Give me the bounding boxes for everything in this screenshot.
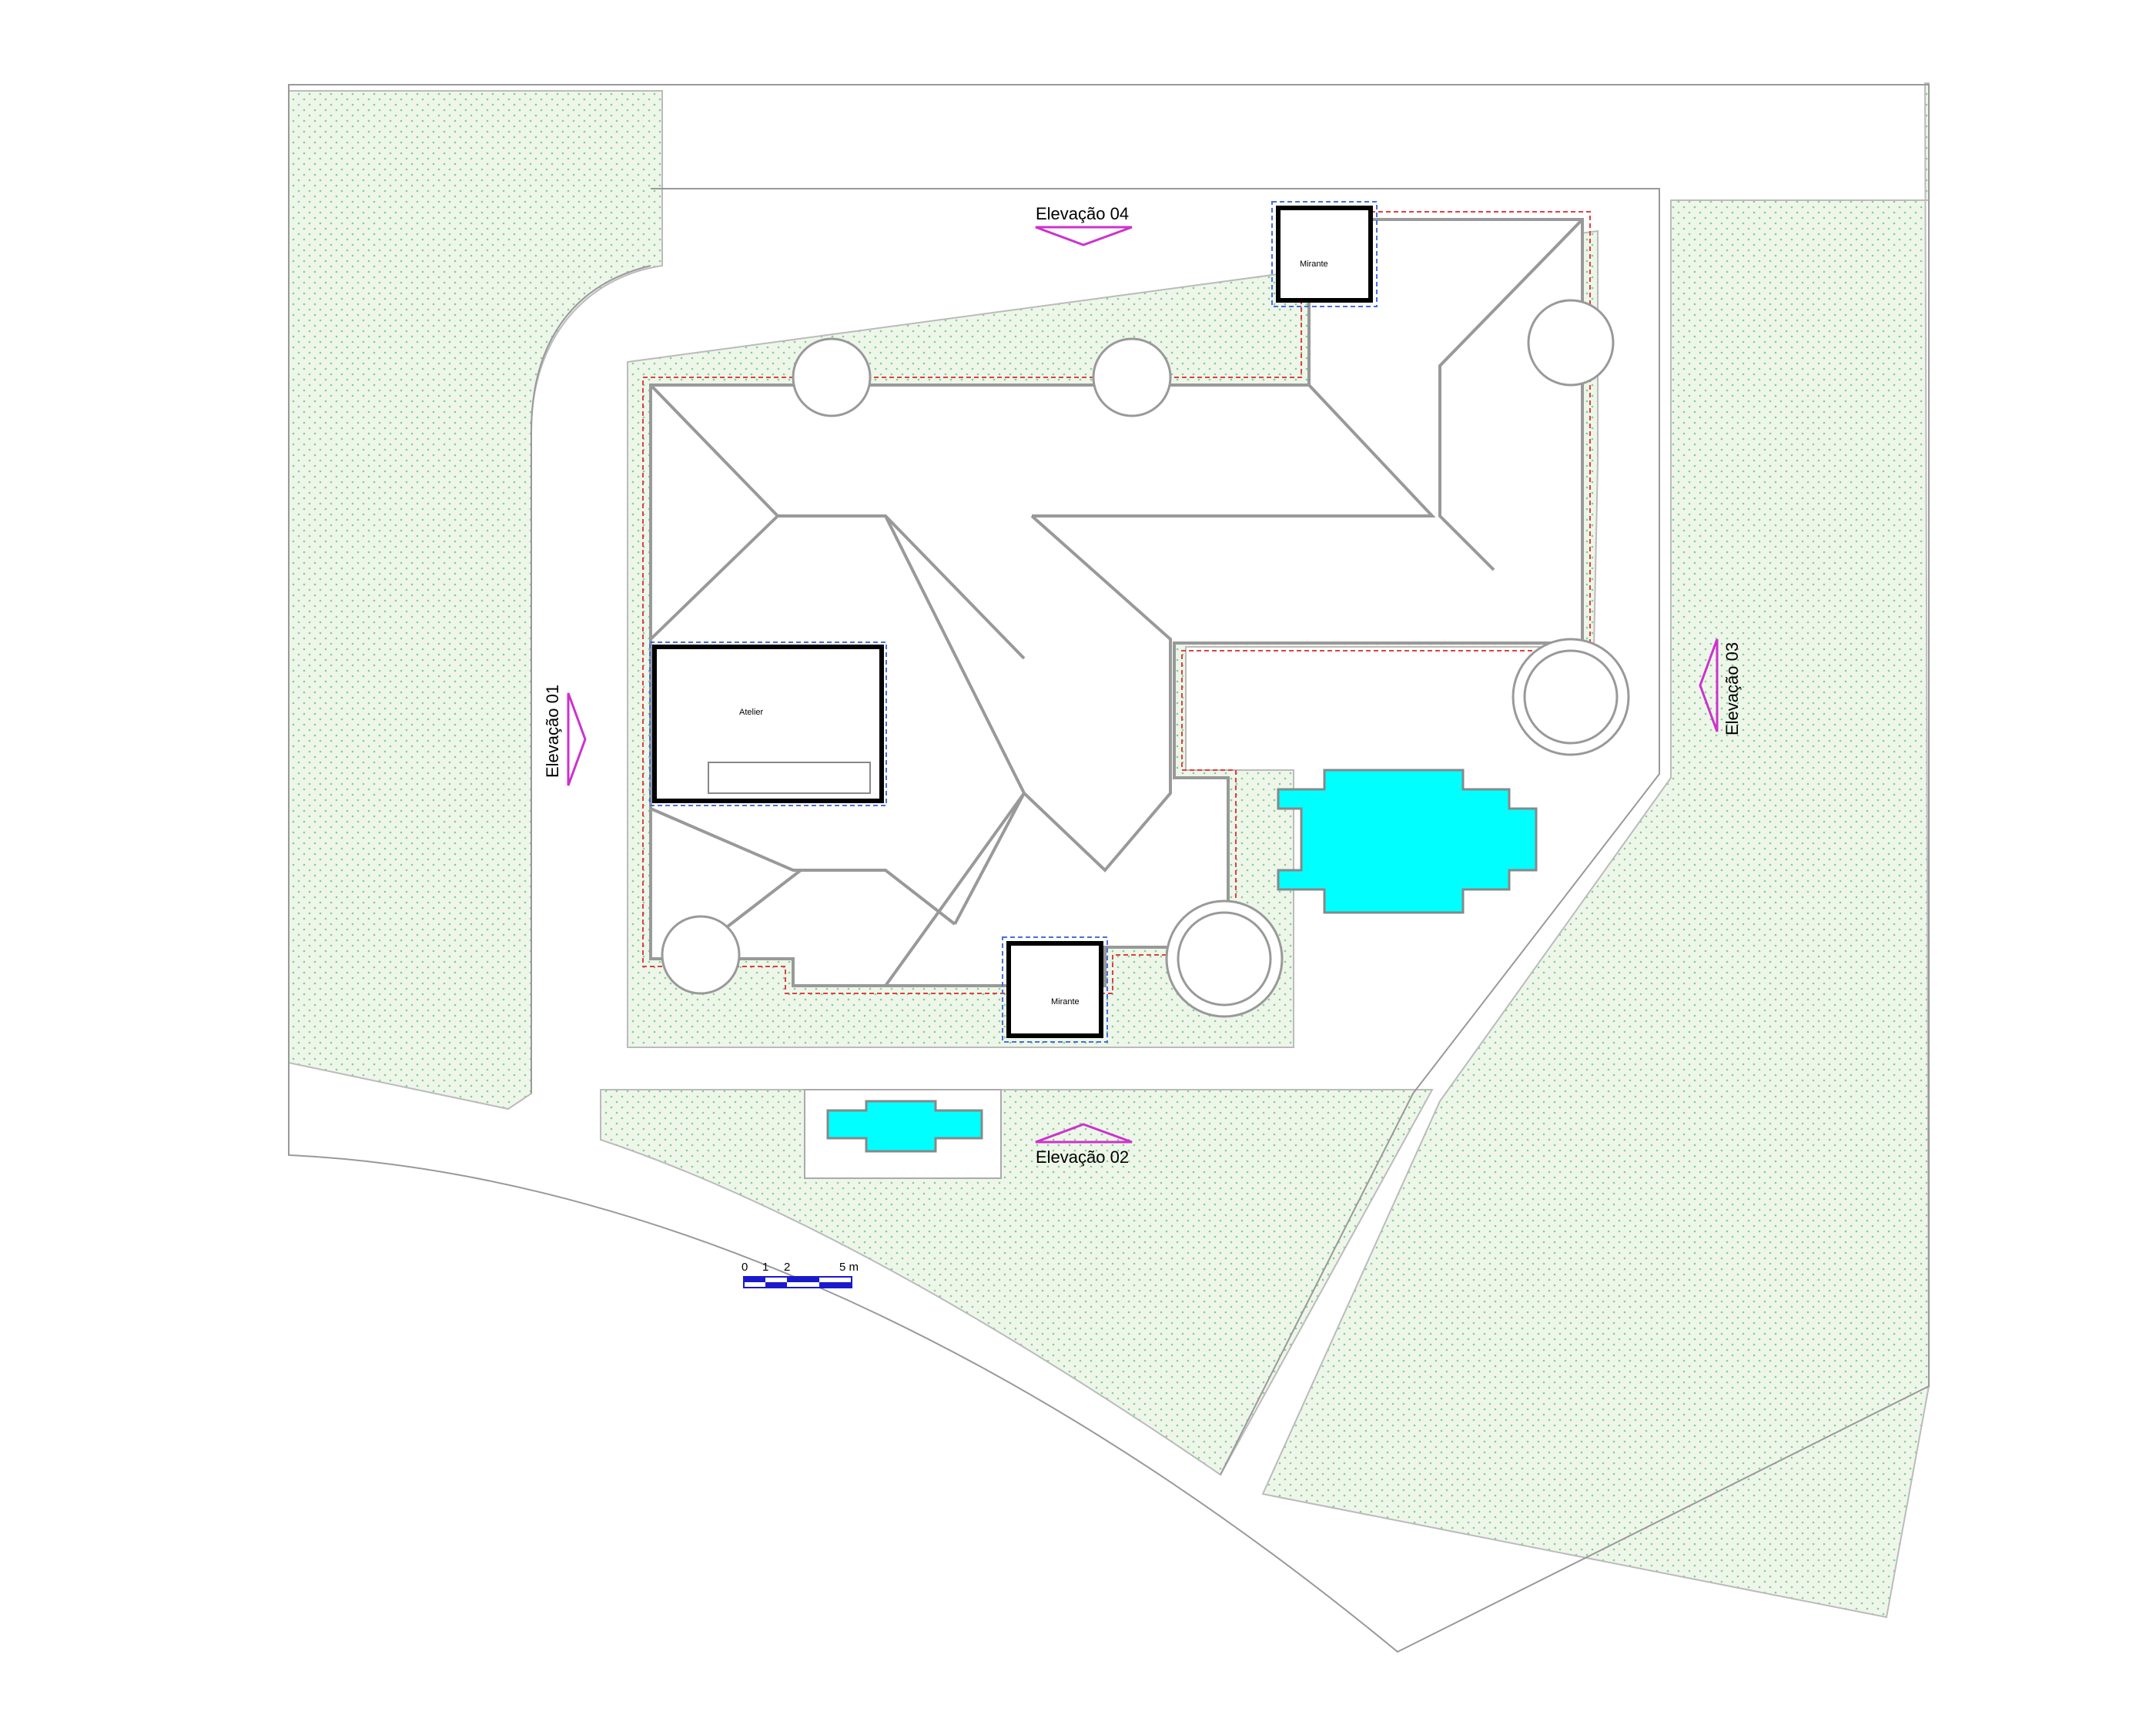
mirante-north-walls bbox=[1276, 206, 1373, 303]
scale-tick-2: 2 bbox=[784, 1261, 790, 1274]
scale-tick-1: 1 bbox=[762, 1261, 768, 1274]
tower-east-inner bbox=[1523, 649, 1619, 745]
small-pool-deck bbox=[804, 1089, 1002, 1179]
atelier-dashed-outline bbox=[649, 641, 887, 806]
elevation-02: Elevação 02 bbox=[1035, 1123, 1133, 1167]
driveway-west-curve bbox=[531, 265, 651, 1094]
scale-bar-seg-3 bbox=[787, 1277, 819, 1282]
scale-bar-seg-4 bbox=[819, 1282, 852, 1288]
mirante-south-dashed bbox=[1002, 936, 1108, 1043]
atelier-label: Atelier bbox=[739, 708, 764, 717]
scale-bar-seg-2 bbox=[765, 1282, 787, 1288]
elevation-01-label: Elevação 01 bbox=[543, 685, 562, 778]
scale-tick-5m: 5 m bbox=[839, 1261, 859, 1274]
elevation-03-arrow bbox=[1699, 638, 1719, 732]
tower-south bbox=[1165, 899, 1284, 1018]
tower-south-inner bbox=[1177, 911, 1272, 1007]
tower-east bbox=[1512, 638, 1630, 756]
elevation-02-arrow bbox=[1035, 1123, 1133, 1144]
mirante-north-dashed bbox=[1271, 201, 1378, 307]
scale-bar-seg-1 bbox=[744, 1277, 765, 1282]
elevation-03-label: Elevação 03 bbox=[1722, 642, 1742, 735]
tower-northeast bbox=[1527, 299, 1615, 387]
gutter-lines bbox=[642, 211, 1591, 994]
atelier-walls bbox=[652, 645, 884, 803]
site-outer-line bbox=[288, 84, 1930, 1653]
gutter-line-outer bbox=[642, 211, 1591, 994]
elevation-04-label: Elevação 04 bbox=[1036, 204, 1129, 223]
lawn-west bbox=[288, 90, 663, 1110]
mirante-south-walls bbox=[1006, 941, 1103, 1038]
atelier-room: Atelier bbox=[649, 641, 887, 806]
elevation-02-label: Elevação 02 bbox=[1036, 1147, 1129, 1167]
scale-bar: 0 1 2 5 m bbox=[742, 1261, 859, 1288]
elevation-01-arrow bbox=[567, 692, 587, 786]
site-boundary bbox=[288, 84, 1930, 1653]
atelier-stair bbox=[708, 762, 871, 794]
tower-north-2 bbox=[1092, 337, 1172, 417]
mirante-south: Mirante bbox=[1002, 936, 1108, 1043]
pools bbox=[804, 769, 1538, 1179]
small-pool bbox=[826, 1100, 983, 1153]
round-towers bbox=[661, 299, 1630, 1018]
driveway-curve bbox=[651, 188, 1660, 1475]
elevation-04: Elevação 04 bbox=[1035, 204, 1133, 246]
main-pool bbox=[1277, 769, 1538, 914]
roof-hips bbox=[649, 218, 1584, 987]
mirante-south-label: Mirante bbox=[1051, 997, 1080, 1007]
tower-north-1 bbox=[792, 337, 872, 417]
scale-tick-0: 0 bbox=[742, 1261, 748, 1274]
mirante-north-label: Mirante bbox=[1300, 260, 1328, 269]
elevation-04-arrow bbox=[1035, 226, 1133, 246]
tower-southwest bbox=[661, 915, 741, 995]
mirante-north: Mirante bbox=[1271, 201, 1378, 307]
elevation-03: Elevação 03 bbox=[1699, 638, 1742, 735]
elevation-01: Elevação 01 bbox=[543, 685, 587, 786]
